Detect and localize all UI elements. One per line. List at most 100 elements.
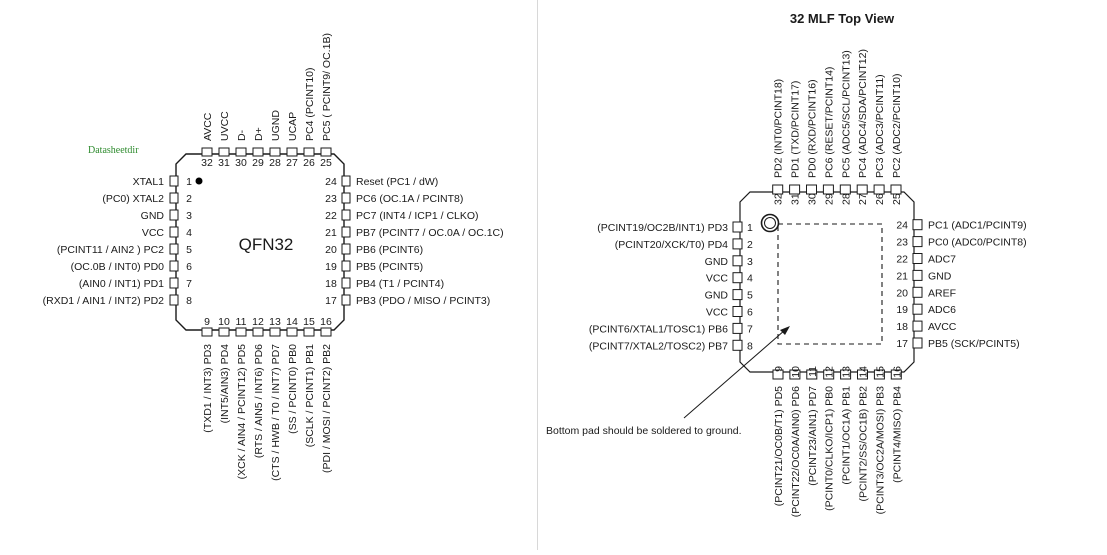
pin-label: (INT5/AIN3) PD4: [219, 344, 231, 424]
pin-number: 13: [841, 366, 853, 378]
pin-pad-24: [341, 175, 351, 187]
pin-pad-15: [873, 369, 885, 380]
pin-number: 8: [186, 295, 192, 307]
package-label: QFN32: [239, 235, 294, 254]
pin-pad-12: [823, 369, 835, 380]
pin-label: (PCINT22/OC0A/AIN0) PD6: [790, 386, 802, 517]
pin-label: (AIN0 / INT1) PD1: [79, 278, 164, 290]
pin-number: 9: [773, 366, 785, 372]
pin-pad-29: [822, 184, 834, 195]
pin-label: ADC6: [928, 304, 956, 316]
pin-pad-26: [873, 184, 885, 195]
pin-label: VCC: [142, 227, 165, 239]
pin-number: 4: [747, 273, 753, 285]
pin-number: 8: [747, 340, 753, 352]
pin-label: (PCINT11 / AIN2 ) PC2: [57, 244, 164, 256]
pin-number: 11: [236, 316, 247, 328]
pin-pad-27: [856, 184, 868, 195]
pin-number: 18: [325, 278, 337, 290]
pin-label: (PCINT1/OC1A) PB1: [841, 386, 853, 485]
pin-pad-7: [732, 322, 743, 334]
pin-pad-20: [912, 286, 923, 298]
pin-number: 16: [320, 316, 332, 328]
pin-label: PB3 (PDO / MISO / PCINT3): [356, 295, 490, 307]
pin-pad-20: [341, 243, 351, 255]
pin-label: UGND: [270, 110, 282, 141]
pin-label: PC1 (ADC1/PCINT9): [928, 220, 1027, 232]
pin-number: 20: [325, 244, 337, 256]
pin-pad-10: [218, 327, 230, 337]
pin-number: 12: [824, 366, 836, 378]
pin-label: PC3 (ADC3/PCINT11): [874, 74, 886, 178]
pin-label: D+: [253, 127, 265, 141]
pin-label: (PDI / MOSI / PCINT2) PB2: [321, 344, 333, 473]
pin-pad-30: [235, 147, 247, 157]
pin-pad-12: [252, 327, 264, 337]
pin-label: PB4 (T1 / PCINT4): [356, 278, 444, 290]
pin-number: 25: [320, 157, 332, 169]
pin-label: PD2 (INT0/PCINT18): [773, 79, 785, 178]
pin-pad-6: [169, 260, 179, 272]
pin-label: PC2 (ADC2/PCINT10): [891, 74, 903, 178]
pin-pad-8: [169, 294, 179, 306]
pin-number: 13: [269, 316, 281, 328]
pin-number: 5: [747, 290, 753, 302]
pin-label: PB6 (PCINT6): [356, 244, 423, 256]
pin-pad-21: [341, 226, 351, 238]
pin-number: 7: [186, 278, 192, 290]
pin-label: (SCLK / PCINT1) PB1: [304, 344, 316, 447]
left-pins: 1(PCINT19/OC2B/INT1) PD32(PCINT20/XCK/T0…: [589, 221, 753, 352]
pin-label: (PCINT0/CLKO/ICP1) PB0: [824, 386, 836, 511]
pin-number: 28: [269, 157, 281, 169]
pin-pad-17: [912, 337, 923, 349]
pin-number: 14: [858, 366, 870, 378]
pin-number: 25: [891, 193, 903, 205]
pin-pad-30: [806, 184, 817, 195]
pin-pad-23: [912, 236, 923, 248]
pin-number: 12: [252, 316, 264, 328]
pin-pad-19: [341, 260, 351, 272]
pin-number: 2: [186, 193, 192, 205]
pin-number: 11: [807, 366, 819, 377]
bottom-pad-note: Bottom pad should be soldered to ground.: [546, 425, 742, 437]
pin-label: PC4 (ADC4/SDA/PCINT12): [857, 49, 869, 178]
pin-pad-22: [341, 209, 351, 221]
pin-pad-9: [772, 369, 784, 380]
pin-pad-5: [169, 243, 179, 255]
pin-label: (PCINT2/SS/OC1B) PB2: [858, 386, 870, 502]
pin-label: (PCINT20/XCK/T0) PD4: [615, 239, 728, 251]
pin-pad-14: [857, 369, 868, 380]
pin-label: D-: [236, 129, 248, 141]
pin-number: 6: [186, 261, 192, 273]
pin-pad-5: [732, 289, 743, 301]
pin-number: 26: [303, 157, 315, 169]
pin-pad-25: [890, 184, 902, 195]
pin-label: (OC.0B / INT0) PD0: [71, 261, 165, 273]
pin-pad-24: [912, 219, 923, 231]
pin-label: PB5 (PCINT5): [356, 261, 423, 273]
pin-pad-3: [169, 209, 179, 221]
pin-pad-25: [320, 147, 332, 157]
pin-label: PC6 (OC.1A / PCINT8): [356, 193, 463, 205]
pin-number: 19: [325, 261, 337, 273]
pin-pad-1: [169, 175, 179, 187]
watermark-text: Datasheetdir: [88, 145, 139, 156]
pin-number: 31: [790, 193, 802, 205]
pin-label: PC5 ( PCINT9/ OC.1B): [321, 33, 333, 141]
bottom-pad-outline: [777, 223, 883, 345]
pin-number: 6: [747, 307, 753, 319]
pin-pad-9: [201, 327, 213, 337]
pin-label: PC5 (ADC5/SCL/PCINT13): [840, 50, 852, 178]
pin1-marker-outer: [760, 213, 780, 233]
pin-pad-26: [303, 147, 315, 157]
pin-label: UCAP: [287, 112, 299, 141]
pin-number: 1: [747, 222, 753, 234]
pin-number: 22: [896, 254, 908, 266]
pin-label: (RTS / AIN5 / INT6) PD6: [253, 344, 265, 458]
pin-pad-2: [169, 192, 179, 204]
pin-number: 23: [325, 193, 337, 205]
pin-pad-32: [201, 147, 213, 157]
pin-label: (PCINT6/XTAL1/TOSC1) PB6: [589, 323, 728, 335]
